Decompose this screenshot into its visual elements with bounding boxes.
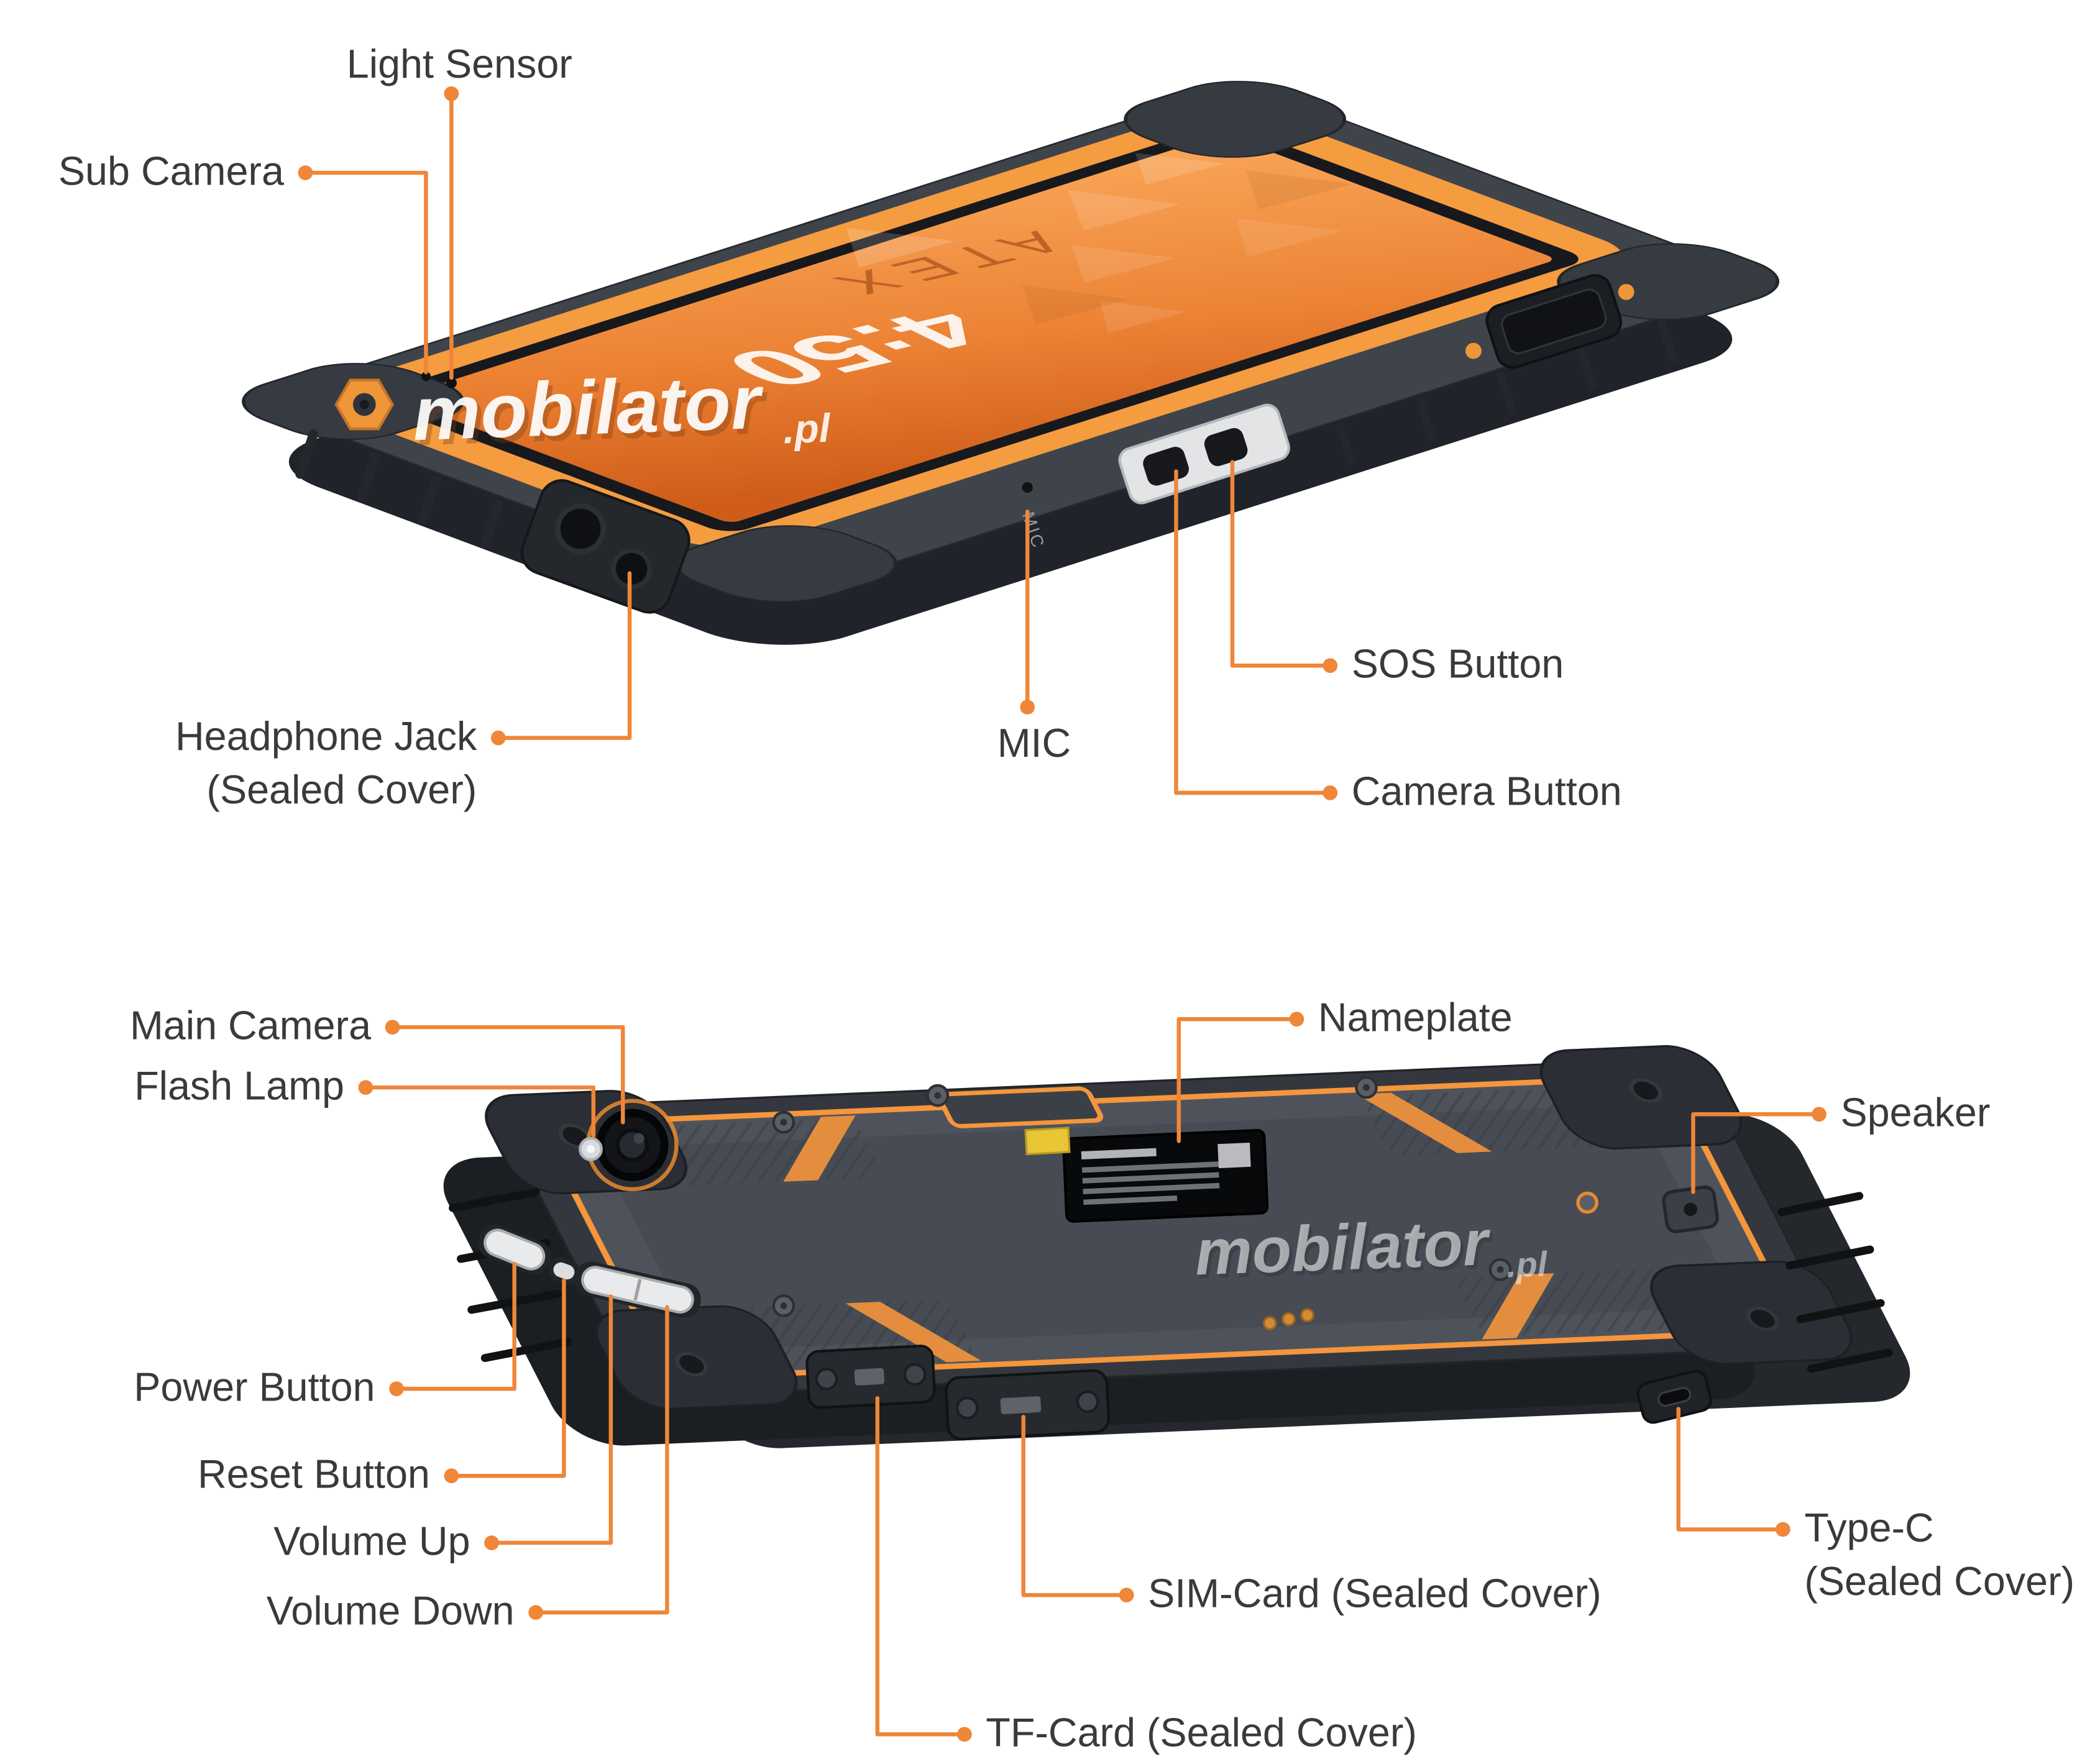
orange-trim (546, 1075, 1791, 1380)
svg-text:mobilator: mobilator (1194, 1206, 1492, 1289)
label-sub-camera: Sub Camera (58, 150, 284, 194)
svg-text:.pl: .pl (782, 405, 832, 452)
label-headphone-jack: Headphone Jack (Sealed Cover) (175, 715, 477, 813)
label-speaker: Speaker (1840, 1091, 1991, 1136)
label-power-button: Power Button (134, 1366, 375, 1410)
left-side-ribs (295, 429, 503, 549)
reset-button (548, 1257, 580, 1285)
nameplate-sticker (1062, 1128, 1269, 1223)
svg-text:mobilator: mobilator (1196, 1210, 1495, 1292)
svg-text:mobilator: mobilator (415, 365, 769, 462)
leader-lines (303, 91, 1822, 1737)
screen (401, 135, 1552, 522)
label-volume-up: Volume Up (273, 1520, 470, 1565)
svg-text:.pl: .pl (1506, 1244, 1549, 1284)
light-sensor-dot (446, 377, 457, 389)
label-light-sensor: Light Sensor (346, 42, 572, 88)
leader-dots (298, 86, 1827, 1742)
label-tf-card: TF-Card (Sealed Cover) (986, 1711, 1417, 1756)
leader-flash-lamp (364, 1085, 596, 1138)
side-buttons-plate (1118, 403, 1290, 505)
label-type-c: Type-C (Sealed Cover) (1804, 1506, 2075, 1605)
sos-button-key (1204, 427, 1248, 467)
sub-camera-dot (421, 372, 431, 382)
top-rim-plate (937, 1086, 1104, 1128)
flash-lamp-led (579, 1136, 603, 1161)
volume-rocker (574, 1261, 701, 1318)
svg-text:mobilator: mobilator (411, 360, 766, 457)
leader-tf-card (875, 1396, 967, 1737)
label-volume-down: Volume Down (266, 1589, 515, 1634)
leader-speaker (1691, 1112, 1822, 1194)
leader-sim-card (1021, 1415, 1129, 1597)
right-side-ribs (1335, 318, 1677, 467)
leader-reset-button (449, 1278, 566, 1478)
charging-pins (1263, 1308, 1314, 1330)
leader-power-button (394, 1262, 516, 1391)
label-sos-button: SOS Button (1351, 642, 1564, 687)
back-right-wall-ribs (1777, 1192, 1893, 1373)
label-nameplate: Nameplate (1318, 996, 1513, 1041)
device-back-view (443, 1045, 1910, 1448)
leader-nameplate (1176, 1017, 1299, 1143)
orange-corner-accents (783, 1092, 1554, 1363)
right-end-window (1465, 274, 1634, 369)
label-mic: MIC (997, 721, 1071, 766)
sim-card-slot (945, 1369, 1110, 1441)
tf-card-slot (805, 1345, 936, 1409)
label-main-camera: Main Camera (129, 1004, 372, 1049)
leader-headphone-jack (496, 571, 632, 740)
hex-screw (334, 378, 395, 431)
screen-pattern-triangles (846, 153, 1353, 334)
leader-sos-button (1230, 460, 1332, 668)
back-screws (772, 1076, 1598, 1317)
leader-volume-up (489, 1294, 613, 1545)
power-button (478, 1224, 551, 1275)
leader-volume-down (533, 1305, 669, 1615)
label-flash-lamp: Flash Lamp (134, 1064, 344, 1109)
label-sim-card: SIM-Card (Sealed Cover) (1148, 1572, 1602, 1617)
leader-type-c (1676, 1407, 1786, 1532)
device-top-view: ATEX 4:50 (242, 81, 1780, 645)
label-reset-button: Reset Button (198, 1453, 430, 1497)
label-camera-button: Camera Button (1351, 770, 1622, 815)
watermark-top: mobilator mobilator .pl (411, 360, 832, 462)
watermark-back: mobilator mobilator .pl (1194, 1206, 1549, 1292)
leader-sub-camera (303, 170, 428, 375)
leader-camera-button (1174, 469, 1332, 795)
leader-main-camera (390, 1025, 625, 1125)
headphone-jack-module (520, 479, 690, 614)
yellow-label (1024, 1126, 1071, 1156)
speaker-grille (1662, 1185, 1719, 1233)
